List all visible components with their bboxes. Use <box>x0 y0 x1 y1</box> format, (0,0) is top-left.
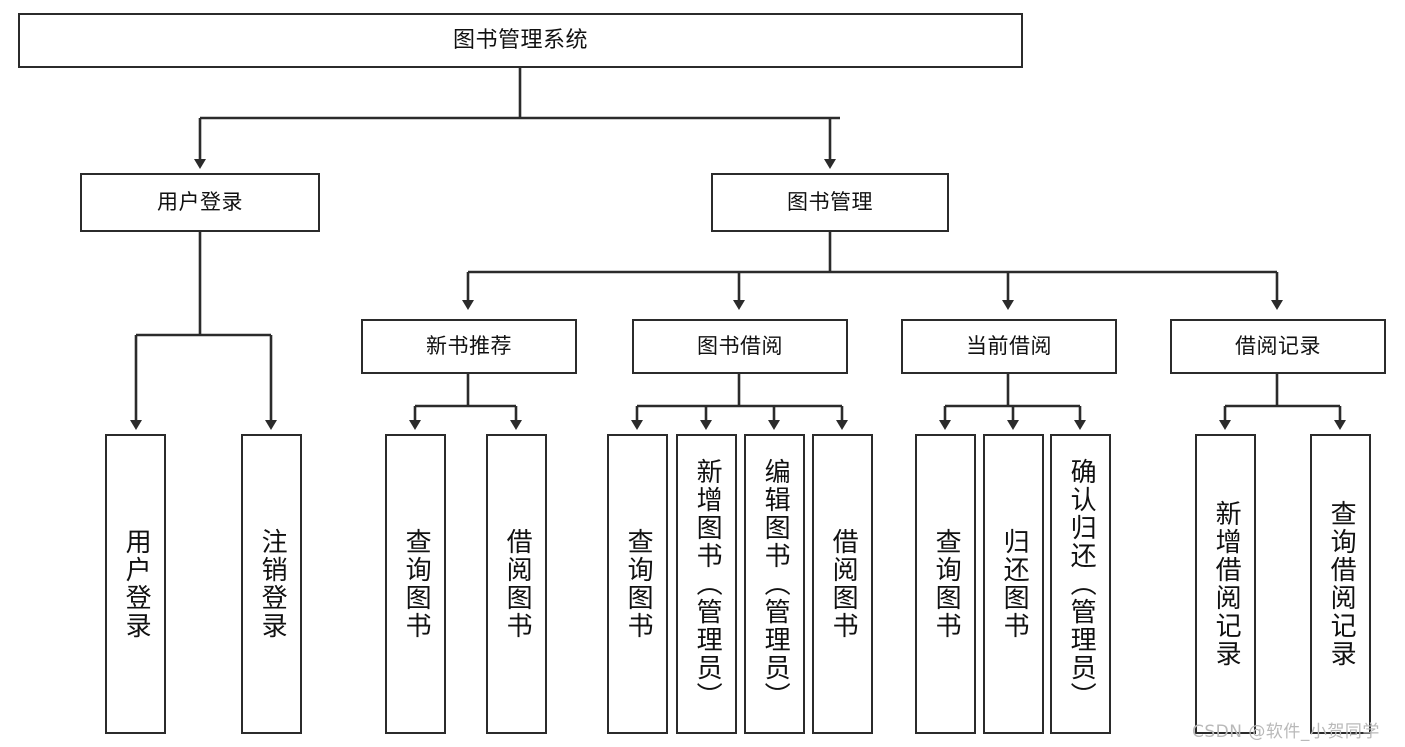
node-book-management[interactable]: 图书管理 <box>711 173 949 232</box>
node-label: 查询图书 <box>931 528 962 640</box>
node-user-login[interactable]: 用户登录 <box>80 173 320 232</box>
leaf-record-add[interactable]: 新增借阅记录 <box>1195 434 1256 734</box>
leaf-current-confirm-return[interactable]: 确认归还（管理员） <box>1050 434 1111 734</box>
node-book-borrow[interactable]: 图书借阅 <box>632 319 848 374</box>
node-label: 查询图书 <box>623 528 654 640</box>
leaf-borrow-borrow-book[interactable]: 借阅图书 <box>812 434 873 734</box>
node-label: 注销登录 <box>257 528 288 640</box>
node-label: 图书管理系统 <box>452 27 588 53</box>
node-label: 当前借阅 <box>966 334 1052 359</box>
node-current-borrow[interactable]: 当前借阅 <box>901 319 1117 374</box>
node-label: 图书管理 <box>787 190 873 215</box>
node-label: 用户登录 <box>121 528 152 640</box>
node-new-book-recommend[interactable]: 新书推荐 <box>361 319 577 374</box>
leaf-user-login-signin[interactable]: 用户登录 <box>105 434 166 734</box>
node-label: 查询借阅记录 <box>1326 500 1357 668</box>
node-label: 借阅记录 <box>1235 334 1321 359</box>
node-label: 用户登录 <box>157 190 243 215</box>
node-borrow-record[interactable]: 借阅记录 <box>1170 319 1386 374</box>
leaf-borrow-query-book[interactable]: 查询图书 <box>607 434 668 734</box>
leaf-new-book-borrow[interactable]: 借阅图书 <box>486 434 547 734</box>
leaf-borrow-add-book[interactable]: 新增图书（管理员） <box>676 434 737 734</box>
node-label: 图书借阅 <box>697 334 783 359</box>
node-root-library-system[interactable]: 图书管理系统 <box>18 13 1023 68</box>
leaf-new-book-query[interactable]: 查询图书 <box>385 434 446 734</box>
node-label: 编辑图书（管理员） <box>760 458 791 710</box>
watermark-text: CSDN @软件_小贺同学 <box>1192 722 1380 742</box>
leaf-current-return-book[interactable]: 归还图书 <box>983 434 1044 734</box>
leaf-borrow-edit-book[interactable]: 编辑图书（管理员） <box>744 434 805 734</box>
leaf-user-login-signout[interactable]: 注销登录 <box>241 434 302 734</box>
node-label: 归还图书 <box>999 528 1030 640</box>
node-label: 新增借阅记录 <box>1211 500 1242 668</box>
node-label: 确认归还（管理员） <box>1066 458 1097 710</box>
node-label: 借阅图书 <box>502 528 533 640</box>
node-label: 新增图书（管理员） <box>692 458 723 710</box>
leaf-current-query-book[interactable]: 查询图书 <box>915 434 976 734</box>
leaf-record-query[interactable]: 查询借阅记录 <box>1310 434 1371 734</box>
node-label: 借阅图书 <box>828 528 859 640</box>
node-label: 查询图书 <box>401 528 432 640</box>
node-label: 新书推荐 <box>426 334 512 359</box>
